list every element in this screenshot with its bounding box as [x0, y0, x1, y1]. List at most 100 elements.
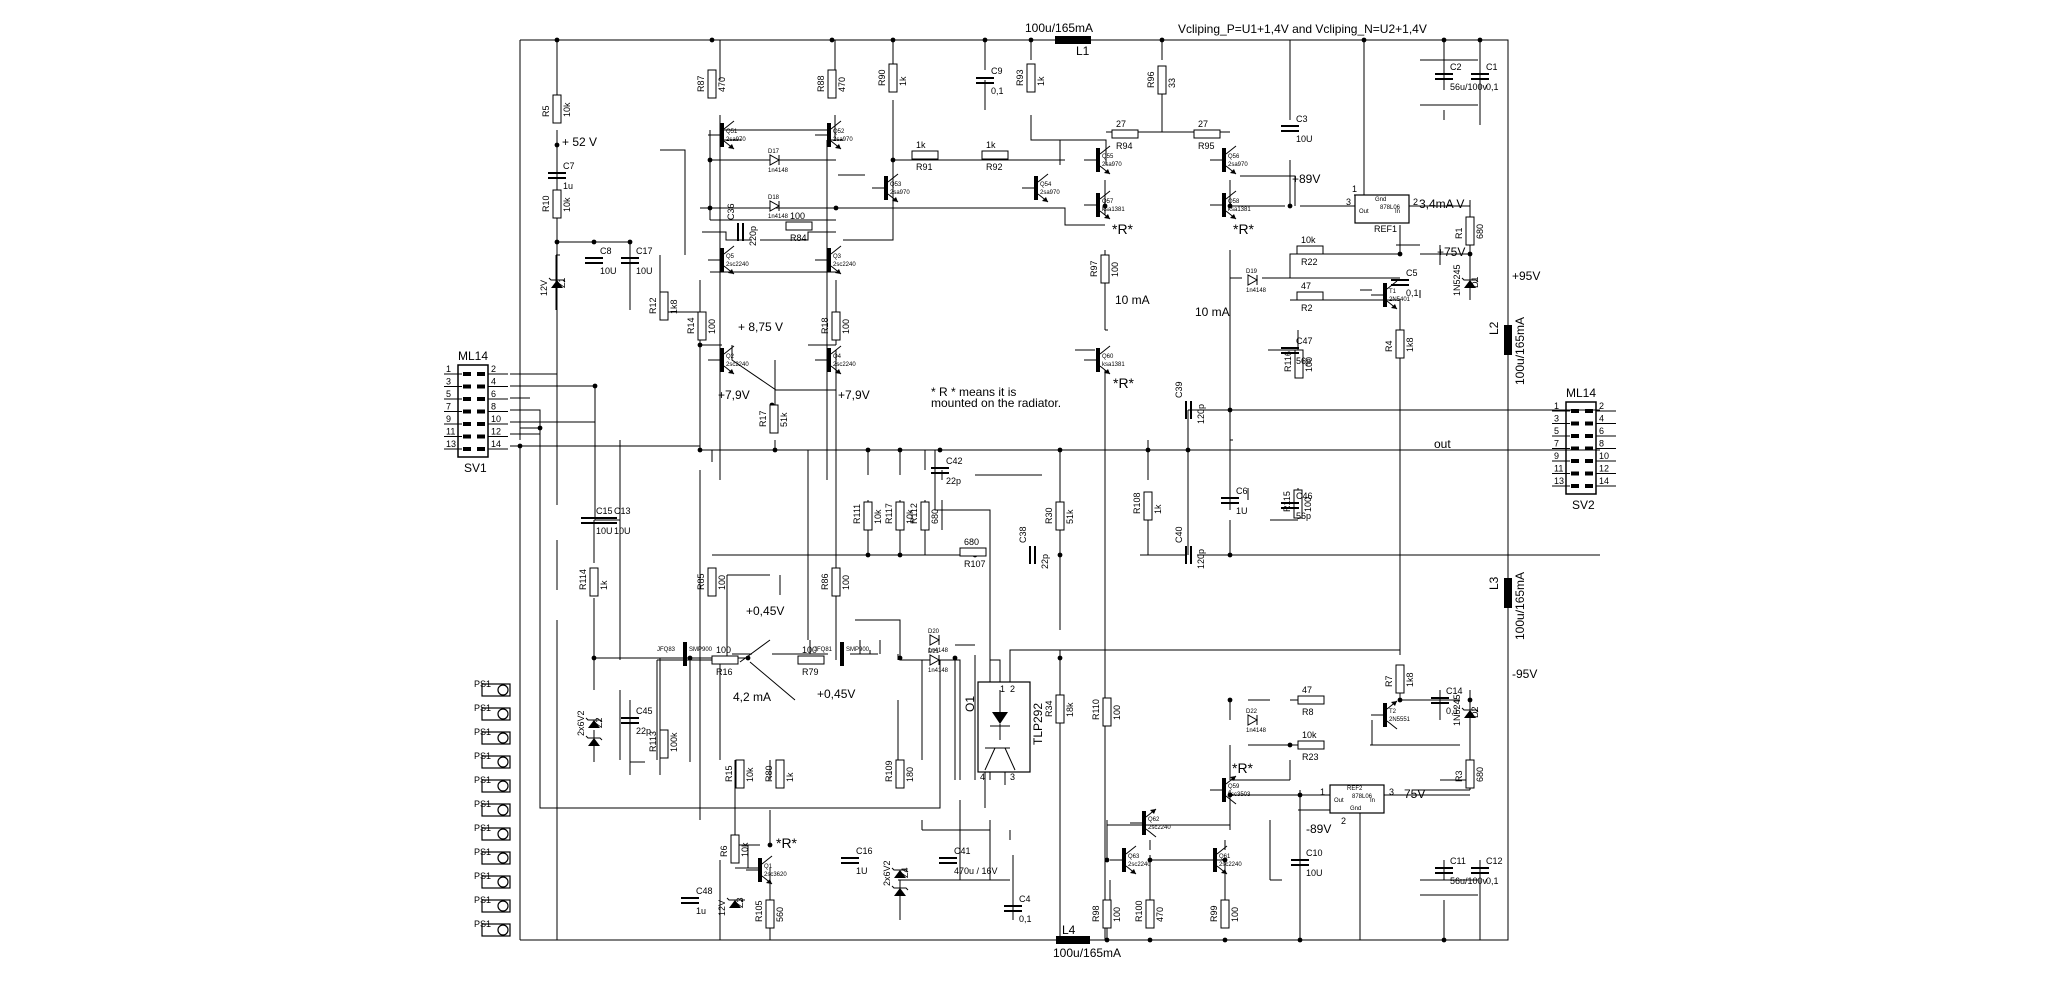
- resistor-value: 1k: [599, 580, 609, 590]
- capacitor-ref: C41: [954, 846, 971, 856]
- ic-ref1-pin3: 3: [1346, 197, 1351, 207]
- jfet-ref: JFQ81: [814, 647, 833, 653]
- resistor-value: 18k: [1065, 702, 1075, 717]
- sv2-pin-left-1: 3: [1554, 414, 1559, 424]
- capacitor-value: 0,1: [991, 86, 1004, 96]
- sv1-pin-right-2: 6: [491, 389, 496, 399]
- diodes: D171n4148D181n4148D191n4148D201n4148D211…: [539, 149, 1480, 916]
- resistor-ref: R111: [852, 504, 862, 524]
- resistor-ref: R88: [816, 75, 826, 92]
- sv2-pin-left-3: 7: [1554, 439, 1559, 449]
- resistor-ref: R91: [916, 162, 933, 172]
- capacitor-ref: C38: [1018, 526, 1028, 543]
- transistor-ref: Q63: [1128, 854, 1140, 860]
- resistor-value: 100: [716, 645, 731, 655]
- resistor-ref: R109: [884, 760, 894, 782]
- jfet-ref: JFQ83: [657, 647, 676, 653]
- ps-pad: PS1: [474, 775, 511, 793]
- capacitor-value: 0,1: [1486, 876, 1499, 886]
- radiator-mark-q59: *R*: [1232, 760, 1254, 776]
- sv1-pin-right-0: 2: [491, 364, 496, 374]
- sv2-pin-right-6: 14: [1599, 476, 1609, 486]
- resistor-ref: R6: [719, 845, 729, 857]
- resistor-ref: R2: [1301, 303, 1313, 313]
- zener-ref: D2: [1470, 706, 1480, 718]
- ic-ref1-gnd: Gnd: [1375, 197, 1386, 203]
- capacitor-value: 56p: [1296, 511, 1311, 521]
- capacitor-ref: C11: [1450, 856, 1466, 866]
- diode-part: 1n4148: [928, 668, 949, 674]
- ps-pad-label: PS1: [474, 679, 491, 689]
- resistor-ref: R87: [696, 75, 706, 92]
- ps-pad-label: PS1: [474, 895, 491, 905]
- label-plus-045v-a: +0,45V: [746, 604, 784, 618]
- capacitors: C90,1C71uC36220pC810UC1710UC310UC256u/10…: [548, 62, 1503, 924]
- capacitor-value: 10U: [600, 266, 617, 276]
- opto-o1-part: TLP292: [1031, 703, 1045, 745]
- ps-pad-label: PS1: [474, 919, 491, 929]
- inductor-l1-ref: L1: [1076, 44, 1090, 58]
- ps-pad: PS1: [474, 679, 511, 697]
- label-current-34ma: 3,4mA V: [1419, 197, 1464, 211]
- resistor-value: 1k: [916, 140, 926, 150]
- capacitor-ref: C42: [946, 456, 963, 466]
- label-plus-75v: +75V: [1437, 245, 1465, 259]
- capacitor-c46: C46 56p: [1281, 491, 1313, 521]
- inductor-l2-value: 100u/165mA: [1513, 317, 1527, 385]
- capacitor-ref: C46: [1296, 491, 1313, 501]
- resistor-value: 1k: [898, 76, 908, 86]
- capacitor-value: 1u: [563, 181, 573, 191]
- connector-sv1-name: SV1: [464, 461, 487, 475]
- resistor-ref: R116: [1283, 351, 1293, 372]
- zener-value: 1N5245: [1452, 694, 1462, 726]
- label-plus-79v-a: +7,9V: [718, 388, 750, 402]
- resistor-ref: R90: [877, 69, 887, 86]
- ic-ref2: REF2 878L06 Out In Gnd 1 3 2: [1230, 784, 1470, 826]
- transistor-part: 2sc2240: [1219, 862, 1242, 868]
- resistor-value: 10k: [740, 842, 750, 857]
- transistor-ref: Q52: [833, 129, 845, 135]
- capacitor-value: 10U: [1296, 134, 1313, 144]
- transistor-ref: Q58: [1228, 199, 1240, 205]
- resistor-value: 100k: [669, 732, 679, 752]
- ps-pad-label: PS1: [474, 727, 491, 737]
- capacitor-value: 0,1: [1019, 914, 1032, 924]
- ps-pad-label: PS1: [474, 871, 491, 881]
- annotations: + 52 V + 8,75 V +7,9V +7,9V +0,45V +0,45…: [562, 135, 1540, 851]
- resistor-value: 10k: [562, 197, 572, 212]
- sv1-pin-left-0: 1: [446, 364, 451, 374]
- transistor-part: 2sa970: [890, 190, 910, 196]
- sv2-pin-right-5: 12: [1599, 464, 1609, 474]
- transistor-part: 2sa970: [1228, 162, 1248, 168]
- resistor-value: 100: [1112, 705, 1122, 720]
- resistor-ref: R97: [1089, 260, 1099, 277]
- transistor-ref: T1: [1389, 289, 1397, 295]
- resistor-ref: R1: [1454, 227, 1464, 239]
- resistor-ref: R112: [909, 503, 919, 524]
- capacitor-value: 470u / 16V: [954, 866, 998, 876]
- capacitor-value: 120p: [1196, 549, 1206, 569]
- resistor-value: 10k: [905, 509, 915, 524]
- ps-pad: PS1: [474, 919, 511, 937]
- sv2-pin-right-0: 2: [1599, 401, 1604, 411]
- zener-ref: Z2: [594, 717, 604, 728]
- ps-pad: PS1: [474, 847, 511, 865]
- sv1-pin-right-3: 8: [491, 402, 496, 412]
- ic-ref2-in: In: [1370, 798, 1375, 804]
- ps-pad: PS1: [474, 751, 511, 769]
